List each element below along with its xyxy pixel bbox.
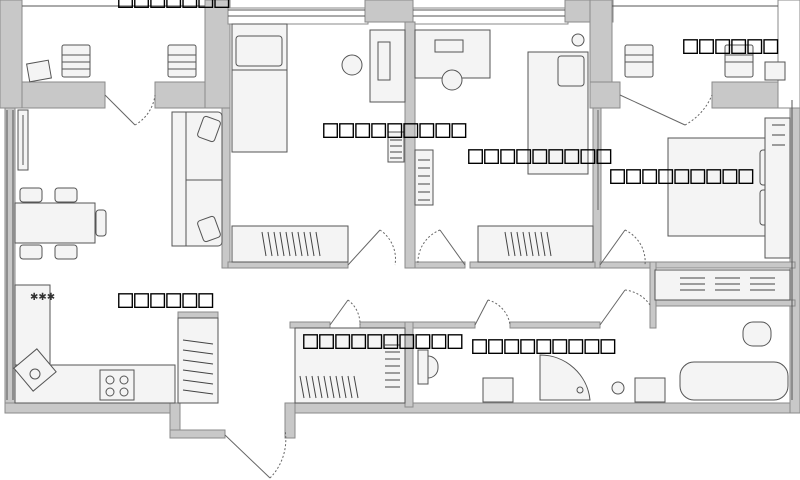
bedroom-2-label: □□□□□□□□□	[468, 140, 613, 169]
doors	[104, 94, 713, 479]
furniture: ✱✱✱	[13, 23, 791, 404]
windows	[6, 5, 793, 400]
bedroom-3-label: □□□□□□□□□	[610, 160, 755, 189]
bedroom-1-label: □□□□□□□□□	[323, 114, 468, 143]
right-balcony-label: □□□□□□	[683, 30, 780, 59]
bathroom-label: □□□□□□□□□	[472, 330, 617, 359]
top-balcony-label: □□□□□□□	[118, 0, 230, 11]
living-kitchen-label: □□□□□□	[118, 284, 215, 313]
corridor-label: □□□□□□□□□□	[303, 325, 464, 354]
svg-text:✱✱✱: ✱✱✱	[30, 292, 55, 303]
walls	[0, 0, 800, 439]
wardrobe-hatching	[182, 124, 785, 399]
